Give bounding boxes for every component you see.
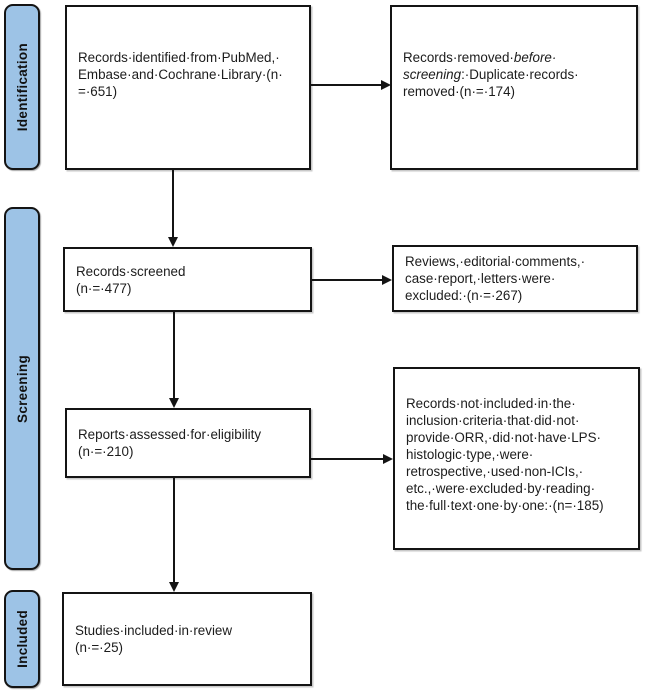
arrow-assessed-to-fulltext-excluded	[311, 453, 393, 465]
arrow-identified-to-screened	[167, 169, 179, 247]
stage-label-identification-text: Identification	[14, 42, 30, 132]
removed-text-pre: Records·removed·	[403, 50, 514, 65]
box-fulltext-excluded-text: Records·not·included·in·the· inclusion·c…	[406, 396, 604, 513]
box-reviews-excluded: Reviews,·editorial·comments,· case·repor…	[392, 245, 638, 312]
stage-label-screening: Screening	[4, 207, 40, 570]
stage-label-identification: Identification	[4, 4, 40, 170]
arrow-assessed-to-included	[168, 477, 180, 592]
removed-text-post: :·Duplicate·records· removed·(n·=·174)	[403, 67, 579, 99]
box-records-removed: Records·removed·before· screening:·Dupli…	[390, 5, 638, 170]
arrow-head-right-icon	[381, 80, 391, 90]
arrow-head-down-icon	[169, 398, 179, 408]
box-reviews-excluded-text: Reviews,·editorial·comments,· case·repor…	[405, 254, 586, 303]
box-records-removed-text: Records·removed·before· screening:·Dupli…	[403, 49, 579, 100]
box-records-screened: Records·screened (n·=·477)	[63, 247, 312, 312]
stage-label-included-text: Included	[14, 610, 30, 668]
arrow-shaft	[173, 310, 175, 399]
arrow-shaft	[173, 477, 175, 583]
stage-label-screening-text: Screening	[14, 354, 30, 423]
arrow-head-right-icon	[383, 454, 393, 464]
box-studies-included: Studies·included·in·review (n·=·25)	[62, 592, 312, 686]
arrow-identified-to-removed	[311, 79, 391, 91]
box-reports-assessed-text: Reports·assessed·for·eligibility (n·=·21…	[78, 427, 262, 459]
stage-label-included: Included	[4, 590, 40, 688]
removed-text-italic: before· screening	[403, 50, 557, 82]
arrow-head-down-icon	[169, 582, 179, 592]
box-fulltext-excluded: Records·not·included·in·the· inclusion·c…	[393, 367, 640, 550]
arrow-head-down-icon	[168, 237, 178, 247]
arrow-screened-to-reviews-excluded	[312, 274, 392, 286]
arrow-shaft	[311, 84, 382, 86]
arrow-shaft	[311, 458, 384, 460]
box-records-screened-text: Records·screened (n·=·477)	[76, 263, 186, 296]
arrow-screened-to-assessed	[168, 310, 180, 408]
box-records-identified-text: Records·identified·from·PubMed,· Embase·…	[78, 50, 283, 99]
box-studies-included-text: Studies·included·in·review (n·=·25)	[75, 623, 233, 655]
box-records-identified: Records·identified·from·PubMed,· Embase·…	[65, 5, 311, 170]
arrow-shaft	[312, 279, 383, 281]
arrow-head-right-icon	[382, 275, 392, 285]
box-reports-assessed: Reports·assessed·for·eligibility (n·=·21…	[65, 408, 311, 478]
arrow-shaft	[172, 169, 174, 238]
